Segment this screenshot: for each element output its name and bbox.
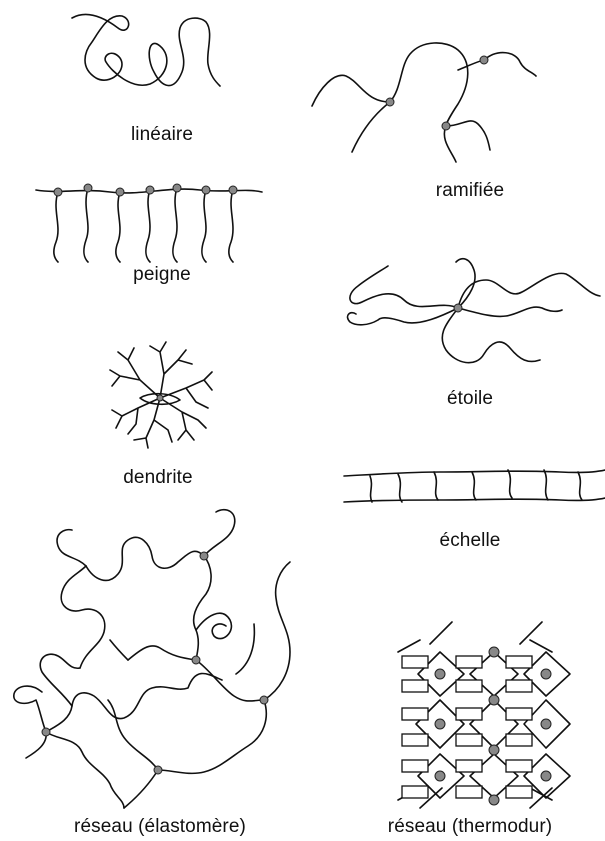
label-dendrite: dendrite — [123, 467, 192, 489]
label-etoile: étoile — [447, 388, 493, 410]
label-reseau-thermodur: réseau (thermodur) — [388, 816, 552, 838]
label-ramifiee: ramifiée — [436, 180, 504, 202]
dendrite-polymer-diagram — [110, 342, 212, 448]
branched-polymer-diagram — [312, 43, 536, 162]
label-lineaire: linéaire — [131, 124, 193, 146]
linear-polymer-diagram — [72, 15, 220, 87]
label-peigne: peigne — [133, 264, 191, 286]
label-echelle: échelle — [440, 530, 501, 552]
elastomer-network-diagram — [14, 510, 290, 808]
thermoset-network-diagram — [398, 622, 570, 808]
star-polymer-diagram — [348, 259, 600, 363]
ladder-polymer-diagram — [344, 470, 605, 502]
label-reseau-elastomere: réseau (élastomère) — [74, 816, 246, 838]
comb-polymer-diagram — [36, 184, 262, 262]
